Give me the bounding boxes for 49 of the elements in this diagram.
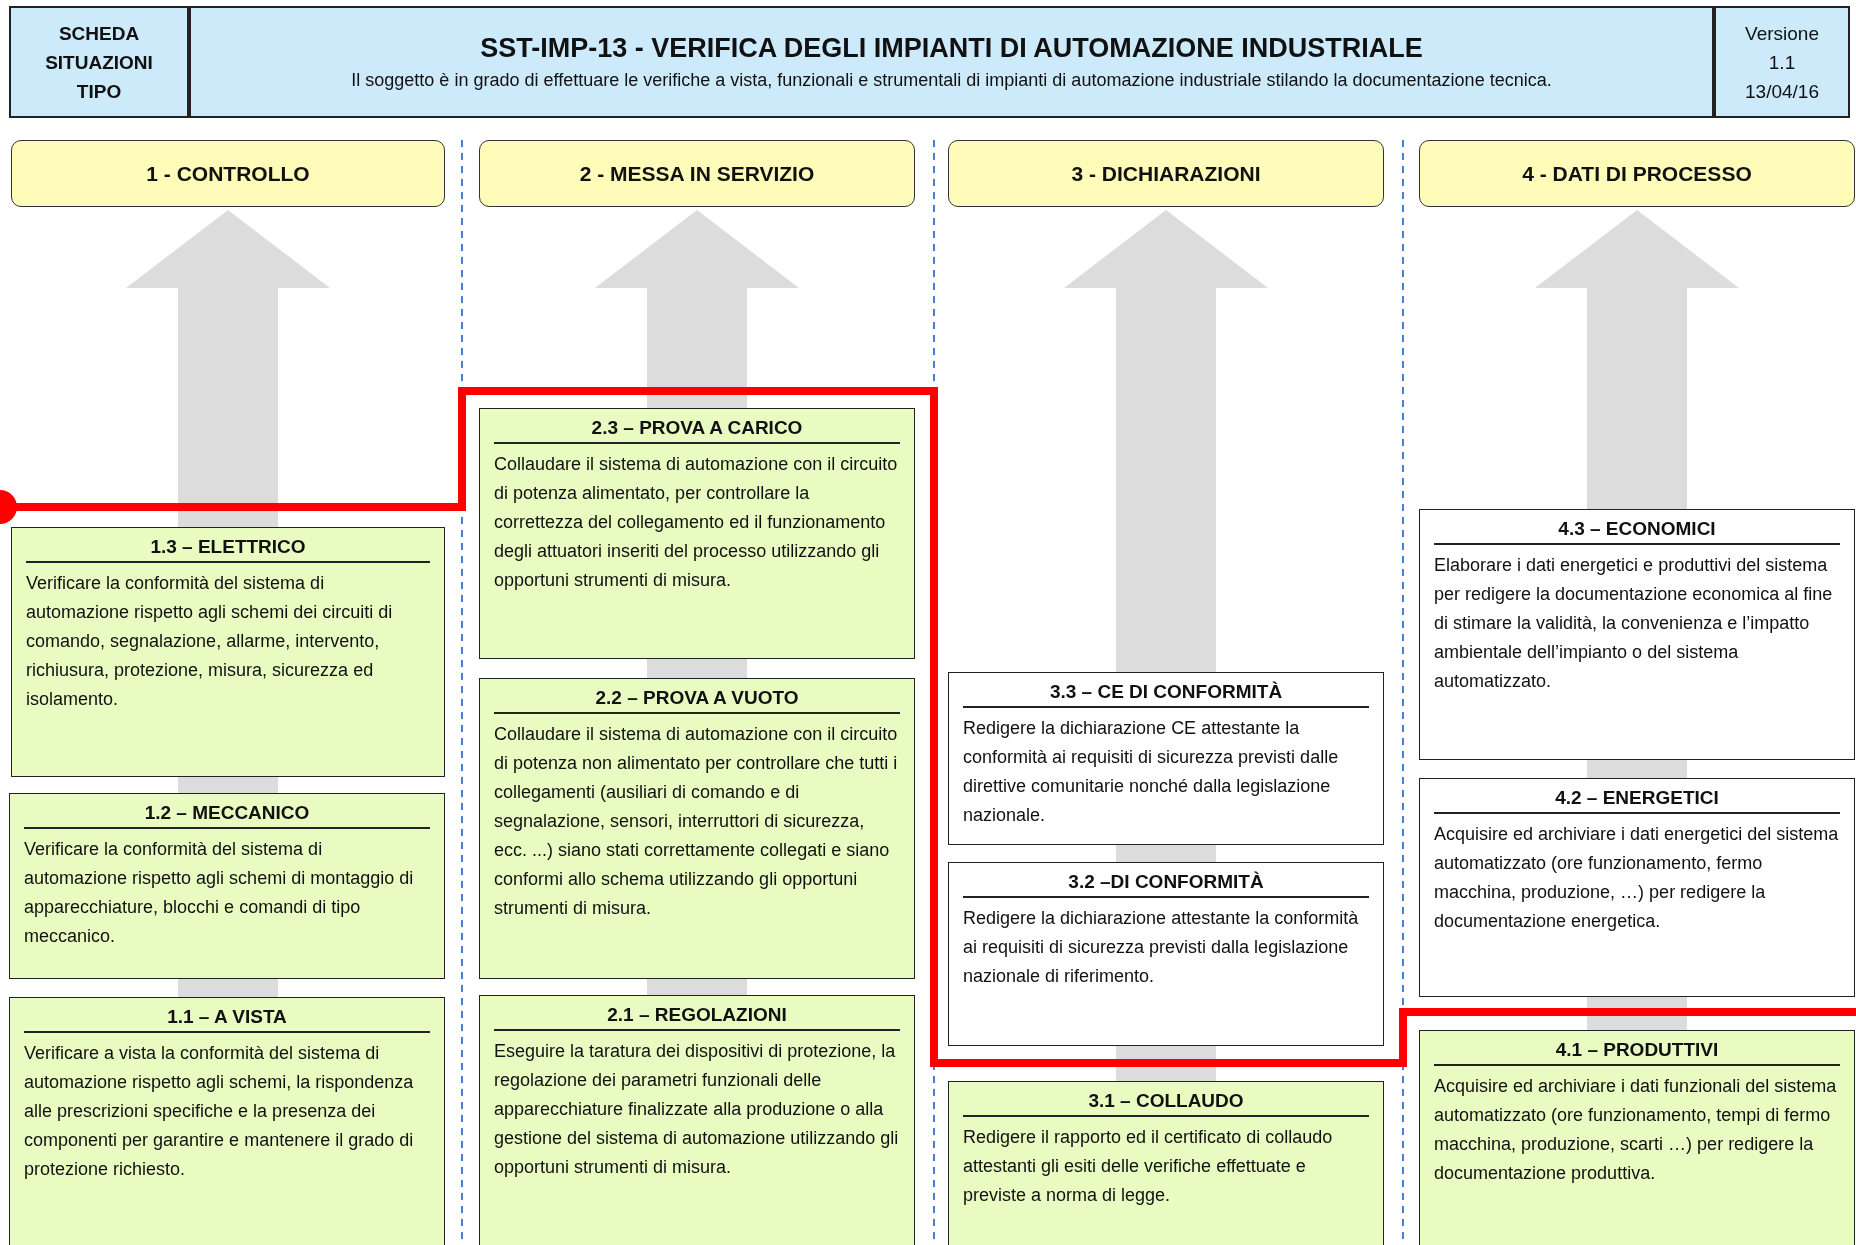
activity-card — [948, 672, 1384, 845]
card-heading: 1.3 – ELETTRICO — [26, 536, 430, 563]
phase-header: 2 - MESSA IN SERVIZIO — [479, 140, 915, 207]
title-text: SST-IMP-13 - VERIFICA DEGLI IMPIANTI DI AUTOMAZIONE INDUSTRIALE — [480, 33, 1423, 64]
activity-card — [9, 997, 445, 1245]
activity-card — [1419, 1030, 1855, 1245]
card-heading: 3.2 –DI CONFORMITÀ — [963, 871, 1369, 898]
card-description: Acquisire ed archiviare i dati energetici del sistema automatizzato (ore funzionamento, fermo macchina, produzione, …) per redigere la documentazione energetica. — [1434, 823, 1840, 933]
title-cell — [189, 6, 1714, 118]
card-heading: 2.1 – REGOLAZIONI — [494, 1004, 900, 1031]
form-type-cell — [9, 6, 189, 118]
version-text: Versione — [1745, 21, 1819, 46]
activity-card — [11, 527, 445, 777]
card-heading: 4.3 – ECONOMICI — [1434, 518, 1840, 545]
card-description: Collaudare il sistema di automazione con il circuito di potenza alimentato, per controllare la correttezza del collegamento ed il funzionamento degli attuatori inseriti del processo utilizzando gli opportuni strumenti di misura. — [494, 453, 899, 592]
card-heading: 2.2 – PROVA A VUOTO — [494, 687, 900, 714]
card-heading: 4.1 – PRODUTTIVI — [1434, 1039, 1840, 1066]
card-description: Redigere il rapporto ed il certificato di collaudo attestanti gli esiti delle verifiche effettuate e previste a norma di legge. — [963, 1126, 1334, 1207]
card-description: Verificare la conformità del sistema di automazione rispetto agli schemi dei circuiti di comando, segnalazione, allarme, intervento, richiusura, protezione, misura, sicurezza ed isolamento. — [26, 572, 394, 711]
phase-header: 3 - DICHIARAZIONI — [948, 140, 1384, 207]
card-heading: 3.3 – CE DI CONFORMITÀ — [963, 681, 1369, 708]
card-heading: 1.1 – A VISTA — [24, 1006, 430, 1033]
version-text: 1.1 — [1768, 50, 1796, 75]
activity-card — [948, 862, 1384, 1046]
card-heading: 3.1 – COLLAUDO — [963, 1090, 1369, 1117]
card-description: Acquisire ed archiviare i dati funzionali del sistema automatizzato (ore funzionamento, tempi di fermo macchina, produzione, scarti …) per redigere la documentazione produttiva. — [1434, 1075, 1838, 1185]
activity-card — [479, 408, 915, 659]
version-cell — [1714, 6, 1850, 118]
activity-card — [1419, 778, 1855, 997]
card-description: Redigere la dichiarazione attestante la conformità ai requisiti di sicurezza previsti dalla legislazione nazionale di riferimento. — [963, 907, 1360, 988]
card-description: Eseguire la taratura dei dispositivi di protezione, la regolazione dei parametri funzionali delle apparecchiature finalizzate alla produzione o alla gestione del sistema di automazione utilizzando gli opportuni strumenti di misura. — [494, 1040, 900, 1179]
phase-header: 1 - CONTROLLO — [11, 140, 445, 207]
card-description: Verificare a vista la conformità del sistema di automazione rispetto agli schemi, la rispondenza alle prescrizioni specifiche e la presenza dei componenti per garantire e mantenere il grado di protezione richiesto. — [24, 1042, 415, 1181]
phase-header: 4 - DATI DI PROCESSO — [1419, 140, 1855, 207]
activity-card — [479, 678, 915, 979]
card-description: Elaborare i dati energetici e produttivi del sistema per redigere la documentazione economica al fine di stimare la validità, la convenienza e l’impatto ambientale dell’impianto o del sistema automatizzato. — [1434, 554, 1834, 693]
card-description: Redigere la dichiarazione CE attestante la conformità ai requisiti di sicurezza previsti dalle direttive comunitarie nonché dalla legislazione nazionale. — [963, 717, 1340, 827]
activity-card — [9, 793, 445, 979]
card-description: Collaudare il sistema di automazione con il circuito di potenza non alimentato per controllare che tutti i collegamenti (ausiliari di comando e di segnalazione, sensori, interruttori di sicurezza, ecc. ...) siano stati correttamente collegati e siano conformi allo schema utilizzando gli opportuni strumenti di misura. — [494, 723, 899, 920]
activity-card — [948, 1081, 1384, 1245]
card-heading: 2.3 – PROVA A CARICO — [494, 417, 900, 444]
version-text: 13/04/16 — [1745, 79, 1819, 104]
card-heading: 4.2 – ENERGETICI — [1434, 787, 1840, 814]
subtitle-text: Il soggetto è in grado di effettuare le verifiche a vista, funzionali e strumentali di impianti di automazione industriale stilando la documentazione tecnica. — [351, 70, 1552, 91]
form-type-text: SCHEDA SITUAZIONI TIPO — [44, 21, 154, 104]
card-heading: 1.2 – MECCANICO — [24, 802, 430, 829]
activity-card — [479, 995, 915, 1245]
card-description: Verificare la conformità del sistema di automazione rispetto agli schemi di montaggio di apparecchiature, blocchi e comandi di tipo meccanico. — [24, 838, 415, 948]
activity-card — [1419, 509, 1855, 760]
